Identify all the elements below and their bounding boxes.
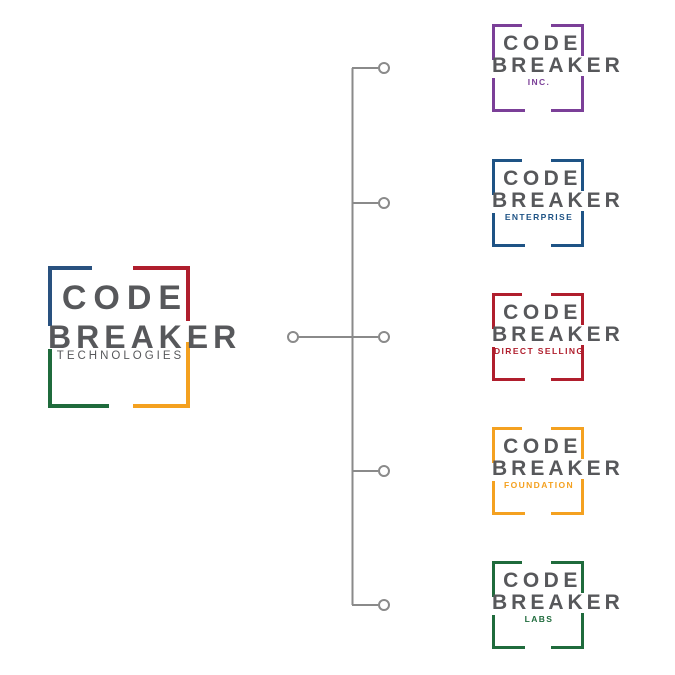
connector-node-child-1 — [378, 62, 390, 74]
logo-word-code: CODE — [503, 32, 582, 55]
bracket-top-right-icon — [551, 24, 584, 56]
bracket-bottom-left-icon — [492, 78, 525, 112]
bracket-top-left-icon — [492, 159, 522, 195]
logo-descriptor: FOUNDATION — [503, 480, 575, 490]
logo-descriptor: INC. — [527, 77, 551, 87]
connector-node-child-3 — [378, 331, 390, 343]
logo-descriptor: ENTERPRISE — [504, 212, 574, 222]
bracket-top-left-icon — [48, 266, 92, 326]
connector-node-child-2 — [378, 197, 390, 209]
logo-word-breaker: BREAKER — [492, 457, 624, 480]
bracket-bottom-left-icon — [48, 349, 109, 408]
logo-word-breaker: BREAKER — [492, 189, 624, 212]
bracket-top-left-icon — [492, 24, 522, 60]
child-logo-enterprise: CODE BREAKER ENTERPRISE — [492, 159, 620, 247]
logo-word-breaker: BREAKER — [492, 54, 624, 77]
logo-word-breaker: BREAKER — [492, 591, 624, 614]
bracket-bottom-right-icon — [551, 479, 584, 515]
child-logo-inc: CODE BREAKER INC. — [492, 24, 620, 112]
bracket-bottom-left-icon — [492, 347, 525, 381]
logo-word-code: CODE — [503, 301, 582, 324]
bracket-top-right-icon — [551, 561, 584, 593]
child-logo-direct-selling: CODE BREAKER DIRECT SELLING — [492, 293, 620, 381]
bracket-top-right-icon — [551, 159, 584, 191]
connector-node-parent — [287, 331, 299, 343]
bracket-bottom-right-icon — [551, 345, 584, 381]
bracket-top-left-icon — [492, 561, 522, 597]
bracket-bottom-right-icon — [551, 76, 584, 112]
bracket-top-left-icon — [492, 427, 522, 463]
logo-word-breaker: BREAKER — [492, 323, 624, 346]
logo-word-code: CODE — [61, 279, 189, 317]
bracket-top-right-icon — [551, 293, 584, 325]
logo-word-code: CODE — [503, 435, 582, 458]
bracket-top-right-icon — [133, 266, 190, 321]
bracket-bottom-right-icon — [133, 342, 190, 408]
child-logo-foundation: CODE BREAKER FOUNDATION — [492, 427, 620, 515]
bracket-bottom-right-icon — [551, 211, 584, 247]
logo-word-code: CODE — [503, 569, 582, 592]
parent-logo-codebreaker-technologies: CODE BREAKER TECHNOLOGIES — [48, 266, 236, 408]
bracket-bottom-left-icon — [492, 615, 525, 649]
bracket-top-left-icon — [492, 293, 522, 329]
connector-node-child-5 — [378, 599, 390, 611]
connector-node-child-4 — [378, 465, 390, 477]
bracket-bottom-left-icon — [492, 213, 525, 247]
bracket-top-right-icon — [551, 427, 584, 459]
logo-word-breaker: BREAKER — [48, 319, 242, 355]
logo-word-code: CODE — [503, 167, 582, 190]
logo-descriptor: DIRECT SELLING — [494, 346, 585, 356]
logo-descriptor: LABS — [524, 614, 554, 624]
child-logo-labs: CODE BREAKER LABS — [492, 561, 620, 649]
logo-descriptor: TECHNOLOGIES — [56, 350, 185, 362]
bracket-bottom-right-icon — [551, 613, 584, 649]
bracket-bottom-left-icon — [492, 481, 525, 515]
